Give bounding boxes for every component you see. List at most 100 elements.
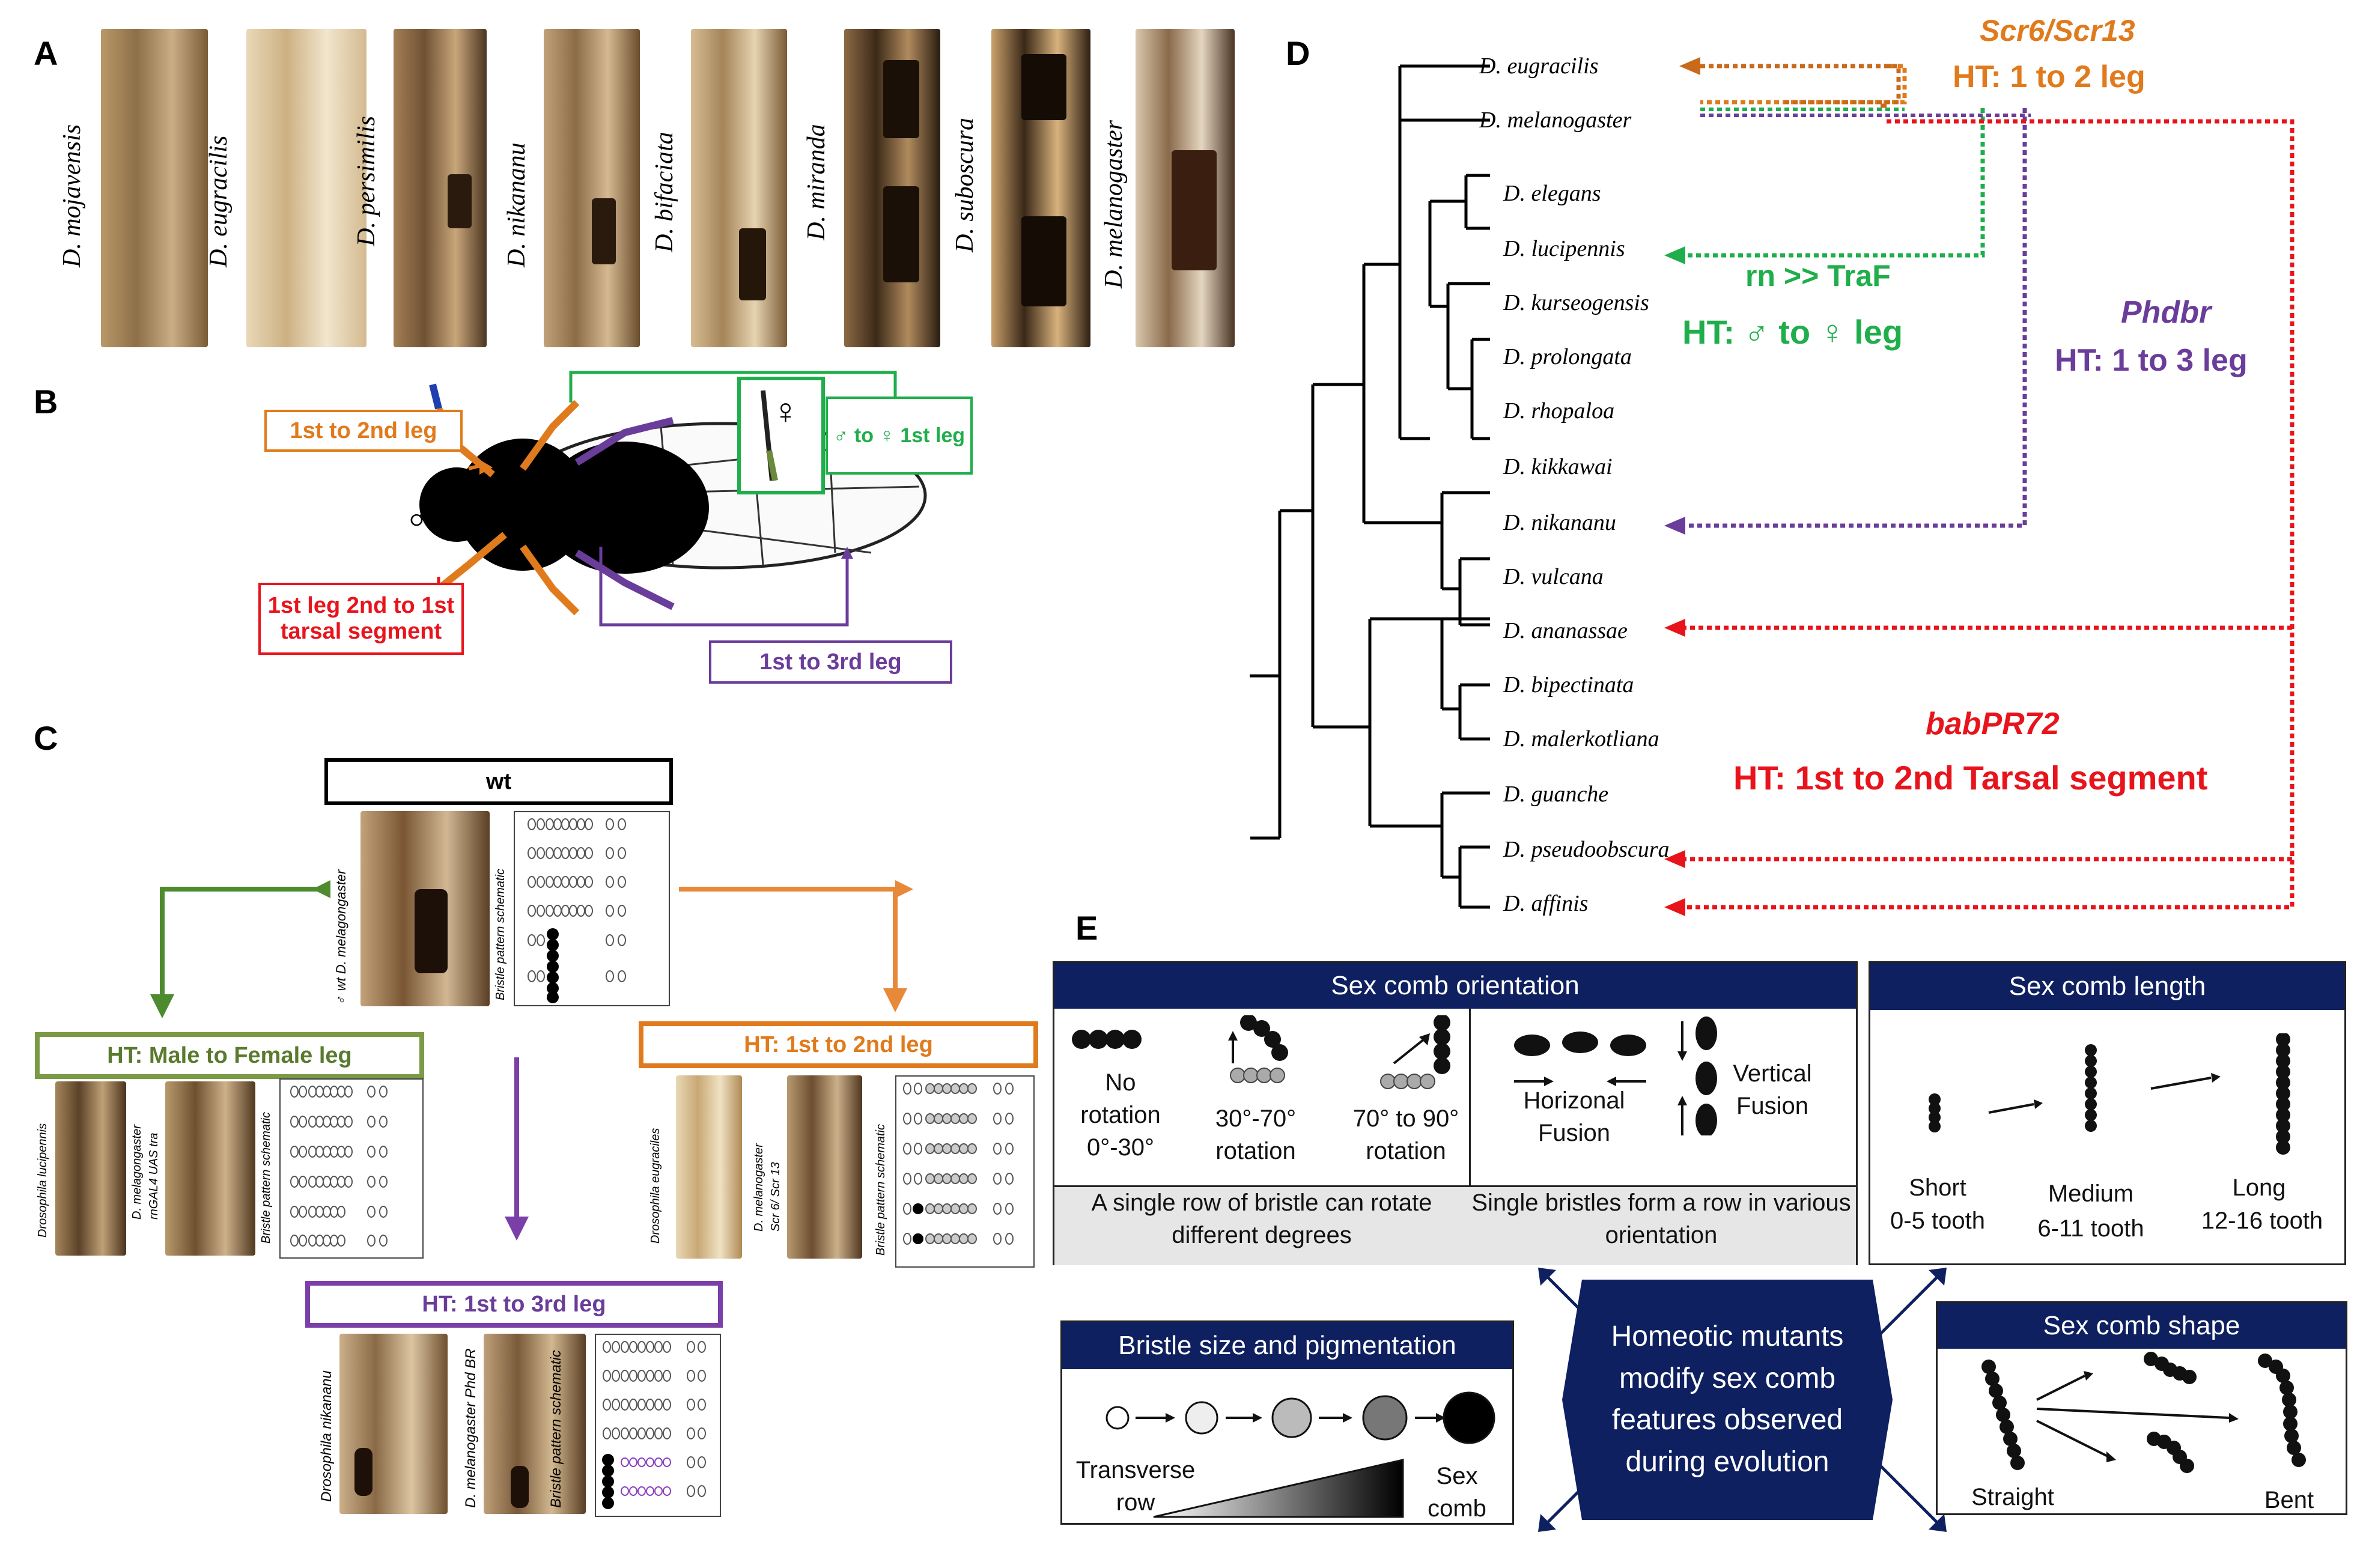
species-label: D. persimilis bbox=[353, 115, 380, 246]
species-label: D. bifaciata bbox=[651, 132, 678, 252]
wt-schematic-dots bbox=[528, 818, 626, 1003]
scr-ht: HT: 1 to 2 leg bbox=[1953, 59, 2146, 94]
bab-ht: HT: 1st to 2nd Tarsal segment bbox=[1733, 759, 2208, 797]
leg-photo bbox=[787, 1075, 862, 1259]
medium-n-text: 6-11 tooth bbox=[2037, 1215, 2144, 1242]
male-to-female-box: ♂ to ♀ 1st leg bbox=[826, 397, 973, 475]
species-label: Scr 6/ Scr 13 bbox=[769, 1162, 782, 1232]
scr-label: Scr6/Scr13 bbox=[1980, 14, 2135, 47]
taxon-label: D. vulcana bbox=[1503, 564, 1604, 589]
orientation-divider bbox=[1469, 1009, 1471, 1263]
schematic-dots bbox=[903, 1083, 1014, 1245]
first-to-third-leg-text: 1st to 3rd leg bbox=[759, 649, 902, 675]
ht-arrows bbox=[1664, 57, 2295, 916]
female-symbol: ♀ bbox=[772, 391, 799, 431]
phylogeny-tree bbox=[1250, 64, 1490, 909]
ht-male-female-title: HT: Male to Female leg bbox=[107, 1042, 352, 1068]
sex-comb-mark bbox=[592, 198, 616, 264]
schematic-label: Bristle pattern schematic bbox=[874, 1124, 887, 1256]
medium-text: Medium bbox=[2048, 1181, 2134, 1207]
species-label: D. eugracilis bbox=[205, 135, 233, 267]
wt-comb bbox=[415, 889, 448, 973]
species-label: Drosophila lucipennis bbox=[36, 1123, 49, 1238]
center-text: Homeotic mutants modify sex comb feature… bbox=[1611, 1320, 1844, 1478]
panel-d-label: D bbox=[1286, 34, 1310, 72]
leg-photo bbox=[55, 1081, 126, 1256]
schematic-label: Bristle pattern schematic bbox=[260, 1112, 273, 1244]
schematic-dots bbox=[290, 1086, 388, 1247]
sex-comb-mark bbox=[883, 186, 919, 282]
short-n-text: 0-5 tooth bbox=[1890, 1208, 1985, 1234]
panel-c-label: C bbox=[34, 719, 58, 757]
short-text: Short bbox=[1909, 1174, 1966, 1201]
rot-70-90-text: 70° to 90° rotation bbox=[1352, 1105, 1459, 1164]
leg-photo bbox=[246, 29, 366, 347]
taxon-label: D. pseudoobscura bbox=[1503, 837, 1670, 862]
species-label: D. mojavensis bbox=[58, 124, 86, 267]
straight-text: Straight bbox=[1971, 1484, 2054, 1510]
leg-photo bbox=[165, 1081, 255, 1256]
taxon-label: D. nikananu bbox=[1503, 510, 1616, 535]
male-symbol: ♂ bbox=[404, 493, 436, 540]
size-glyphs bbox=[1105, 1391, 1495, 1518]
leg-photo bbox=[394, 29, 487, 347]
taxon-label: D. lucipennis bbox=[1503, 236, 1625, 261]
ht-1-2-box: HT: 1st to 2nd leg bbox=[639, 1021, 1038, 1068]
shape-glyphs bbox=[1981, 1352, 2306, 1473]
rot-30-70-text: 30°-70° rotation bbox=[1215, 1105, 1297, 1164]
sex-comb-mark bbox=[1172, 150, 1217, 270]
schematic-label: Bristle pattern schematic bbox=[548, 1350, 564, 1508]
taxon-label: D. prolongata bbox=[1503, 344, 1632, 369]
ht-1-3-title: HT: 1st to 3rd leg bbox=[422, 1291, 606, 1317]
panel-e-label: E bbox=[1075, 909, 1098, 947]
sex-comb-mark bbox=[883, 60, 919, 138]
first-to-third-leg-box: 1st to 3rd leg bbox=[709, 640, 952, 684]
species-label: D. suboscura bbox=[951, 117, 979, 252]
ht-1-3-box: HT: 1st to 3rd leg bbox=[305, 1281, 723, 1328]
wt-title: wt bbox=[485, 768, 512, 794]
leg-photo bbox=[484, 1334, 586, 1514]
leg-photo bbox=[691, 29, 787, 347]
species-label: rnGAL4 UAS tra bbox=[147, 1132, 160, 1220]
leg-photo bbox=[101, 29, 208, 347]
species-label: Drosophila nikananu bbox=[318, 1370, 335, 1502]
first-to-second-leg-box: 1st to 2nd leg bbox=[264, 410, 463, 452]
species-label: D. melanogaster Phd BR bbox=[463, 1348, 479, 1508]
length-header: Sex comb length bbox=[1870, 963, 2344, 1010]
species-label: D. nikananu bbox=[503, 142, 531, 267]
single-row-text: A single row of bristle can rotate diffe… bbox=[1091, 1190, 1432, 1248]
schematic bbox=[279, 1078, 424, 1259]
sex-comb-mark bbox=[511, 1466, 529, 1508]
sexcomb-text: Sex comb bbox=[1428, 1463, 1486, 1522]
fly-diagram bbox=[419, 371, 927, 627]
wt-title-box: wt bbox=[324, 758, 673, 805]
vertical-text: Vertical Fusion bbox=[1733, 1060, 1812, 1119]
bent-text: Bent bbox=[2264, 1487, 2314, 1513]
center-box bbox=[1562, 1280, 1893, 1520]
taxon-label: D. rhopaloa bbox=[1503, 398, 1615, 424]
long-text: Long bbox=[2232, 1174, 2286, 1201]
species-label: Drosophila eugraciles bbox=[649, 1128, 662, 1244]
tarsal-line1: 1st leg 2nd to 1st bbox=[267, 593, 455, 618]
sex-comb-mark bbox=[448, 174, 472, 228]
taxon-label: D. guanche bbox=[1503, 782, 1609, 807]
horizontal-text: Horizonal Fusion bbox=[1523, 1087, 1625, 1146]
orientation-glyphs bbox=[1072, 1015, 1717, 1135]
shape-box: Sex comb shape bbox=[1936, 1301, 2347, 1515]
sex-comb-mark bbox=[1021, 54, 1066, 120]
ht-male-female-box: HT: Male to Female leg bbox=[35, 1032, 424, 1079]
species-label: D. melagongaster bbox=[130, 1125, 144, 1220]
tarsal-line2: tarsal segment bbox=[280, 619, 442, 644]
panel-a-label: A bbox=[34, 34, 58, 72]
sex-comb-mark bbox=[1021, 216, 1066, 306]
taxon-label: D. melanogaster bbox=[1479, 108, 1632, 133]
shape-header: Sex comb shape bbox=[1938, 1303, 2346, 1349]
rn-label: rn >> TraF bbox=[1745, 259, 1891, 293]
taxon-label: D. kurseogensis bbox=[1503, 290, 1649, 315]
orientation-footer bbox=[1054, 1185, 1856, 1265]
rn-ht: HT: ♂ to ♀ leg bbox=[1682, 313, 1903, 351]
leg-photo bbox=[676, 1075, 742, 1259]
taxon-label: D. malerkotliana bbox=[1503, 726, 1659, 752]
male-to-female-text: ♂ to ♀ 1st leg bbox=[833, 424, 966, 447]
leg-photo bbox=[544, 29, 640, 347]
